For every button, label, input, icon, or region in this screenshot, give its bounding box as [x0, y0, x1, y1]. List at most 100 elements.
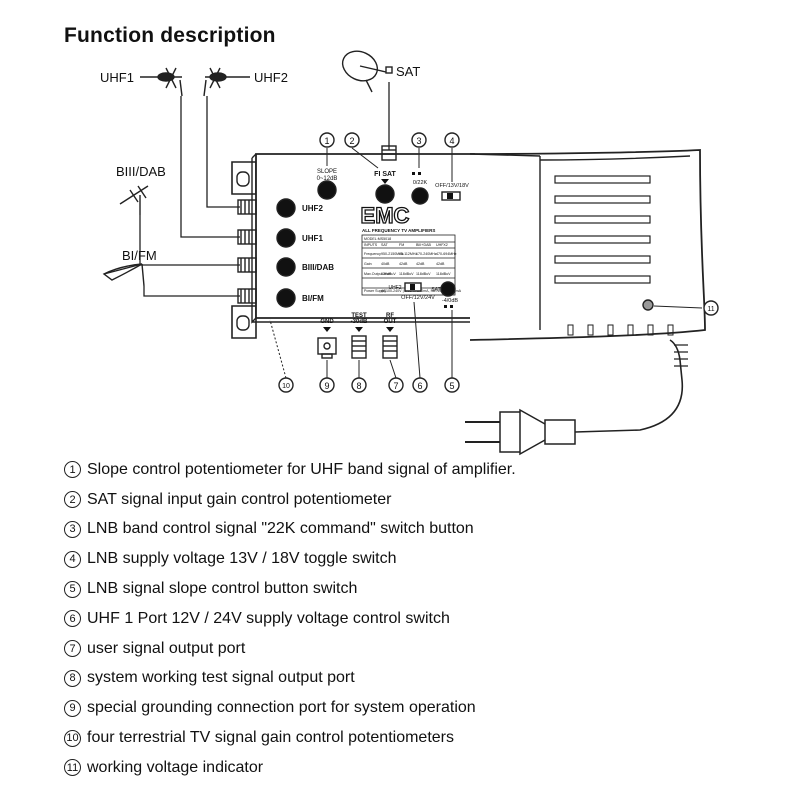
svg-text:9: 9 — [324, 381, 329, 391]
svg-text:8: 8 — [356, 381, 361, 391]
callout-number: 4 — [64, 550, 81, 568]
uhf1-input-label: UHF1 — [100, 70, 134, 85]
uhf2-input-label: UHF2 — [254, 70, 288, 85]
legend-item: 7 user signal output port — [64, 634, 784, 664]
legend-text: SAT signal input gain control potentiome… — [87, 490, 392, 508]
legend-text: LNB band control signal "22K command" sw… — [87, 520, 474, 538]
svg-text:118dBuV: 118dBuV — [416, 272, 431, 276]
callout-numbers: 1 2 3 4 5 6 7 8 9 10 11 — [278, 132, 719, 393]
svg-text:170-240MHz: 170-240MHz — [416, 252, 437, 256]
svg-text:7: 7 — [393, 381, 398, 391]
sat-gain-knob — [375, 184, 395, 204]
off-13v-18v-label: OFF/13V/18V — [435, 183, 469, 189]
svg-text:11: 11 — [707, 306, 714, 313]
svg-text:42dB: 42dB — [416, 262, 425, 266]
uhf2-antenna-icon — [203, 67, 250, 97]
callout-leaders — [269, 147, 453, 379]
power-indicator-icon — [642, 299, 654, 311]
legend-item: 3 LNB band control signal "22K command" s… — [64, 515, 784, 545]
gnd-label: GND — [320, 319, 334, 325]
callout-number: 9 — [64, 699, 81, 717]
input-connectors — [237, 145, 397, 304]
test-level-label: -30dB — [351, 319, 368, 325]
legend-text: user signal output port — [87, 639, 246, 657]
legend-item: 9 special grounding connection port for s… — [64, 693, 784, 723]
svg-text:470-694MHz: 470-694MHz — [436, 252, 457, 256]
legend-text: working voltage indicator — [87, 758, 264, 776]
legend-text: Slope control potentiometer for UHF band… — [87, 460, 516, 478]
legend-item: 4 LNB supply voltage 13V / 18V toggle swi… — [64, 544, 784, 574]
callout-number: 1 — [64, 461, 81, 479]
legend-text: special grounding connection port for sy… — [87, 699, 476, 717]
svg-text:Power Supply: Power Supply — [364, 289, 386, 293]
legend-item: 2 SAT signal input gain control potentiom… — [64, 485, 784, 515]
svg-text:BIII+DAB: BIII+DAB — [416, 243, 431, 247]
off-12v-24v-label: OFF/12V/24V — [401, 295, 435, 301]
legend-text: UHF 1 Port 12V / 24V supply voltage cont… — [87, 609, 450, 627]
test-label: TEST — [351, 313, 367, 319]
svg-text:UHFX2: UHFX2 — [436, 243, 448, 247]
svg-text:Frequency: Frequency — [364, 252, 381, 256]
callout-number: 11 — [64, 759, 81, 777]
uhf2-knob-label: UHF2 — [302, 204, 323, 213]
satellite-dish-icon — [341, 50, 393, 93]
sat-input-label: SAT — [396, 64, 420, 79]
svg-text:5: 5 — [449, 381, 454, 391]
legend-item: 11 working voltage indicator — [64, 753, 784, 783]
legend-text: four terrestrial TV signal gain control … — [87, 729, 454, 747]
svg-text:10: 10 — [282, 383, 290, 390]
spec-model: MODEL:MS5018 — [364, 237, 391, 241]
svg-text:118dBuV: 118dBuV — [436, 272, 451, 276]
biii-dab-input-label: BIII/DAB — [116, 164, 166, 179]
callout-number: 8 — [64, 669, 81, 687]
legend-item: 6 UHF 1 Port 12V / 24V supply voltage con… — [64, 604, 784, 634]
svg-text:4: 4 — [449, 136, 454, 146]
bi-fm-antenna-icon — [102, 263, 145, 287]
uhf2-switch-label: UHF2 — [388, 285, 401, 291]
function-legend: 1 Slope control potentiometer for UHF ban… — [64, 455, 784, 783]
sat-slope-switch-button — [440, 281, 456, 297]
slope-label: SLOPE — [317, 169, 337, 175]
callout-number: 6 — [64, 610, 81, 628]
bottom-vents — [567, 324, 674, 336]
callout-number: 3 — [64, 520, 81, 538]
svg-text:Gain: Gain — [364, 262, 372, 266]
svg-text:950-2150MHz: 950-2150MHz — [381, 252, 404, 256]
svg-text:INPUTS: INPUTS — [364, 243, 378, 247]
uhf1-antenna-icon — [140, 67, 183, 97]
svg-text:120dBuV: 120dBuV — [381, 272, 396, 276]
biii-dab-antenna-icon — [119, 185, 149, 215]
sat-switch-label: SAT — [431, 287, 440, 293]
biii-dab-knob-label: BIII/DAB — [302, 263, 334, 272]
22k-switch-button — [411, 187, 429, 205]
callout-number: 5 — [64, 580, 81, 598]
callout-number: 7 — [64, 640, 81, 658]
svg-text:2: 2 — [349, 136, 354, 146]
svg-text:6: 6 — [417, 381, 422, 391]
vent-grille — [554, 175, 651, 284]
svg-text:45-112MHz: 45-112MHz — [399, 252, 418, 256]
input-cables — [139, 82, 390, 297]
svg-text:EMC: EMC — [361, 203, 410, 228]
bi-fm-knob-label: BI/FM — [302, 294, 324, 303]
legend-text: system working test signal output port — [87, 669, 355, 687]
bi-fm-input-label: BI/FM — [122, 248, 157, 263]
amplifier-diagram: UHF1 UHF2 SAT BIII/DAB BI/FM — [100, 50, 719, 456]
rf-out-connector-icon — [382, 335, 398, 359]
svg-text:SAT: SAT — [381, 243, 389, 247]
callout-number: 2 — [64, 491, 81, 509]
device-subtitle: ALL FREQUENCY TV AMPLIFIERS — [362, 228, 435, 233]
rf-out-label: OUT — [384, 319, 397, 325]
svg-text:40dB: 40dB — [381, 262, 390, 266]
legend-text: LNB supply voltage 13V / 18V toggle swit… — [87, 550, 397, 568]
callout-number: 10 — [64, 729, 81, 747]
22k-label: 0/22K — [413, 180, 428, 186]
test-port-connector-icon — [351, 335, 367, 359]
legend-item: 10 four terrestrial TV signal gain contr… — [64, 723, 784, 753]
svg-text:118dBuV: 118dBuV — [399, 272, 414, 276]
uhf1-knob-label: UHF1 — [302, 234, 323, 243]
input-gain-knobs — [276, 198, 296, 308]
slope-switch-label: -4/0dB — [442, 298, 459, 304]
slope-knob — [317, 180, 337, 200]
